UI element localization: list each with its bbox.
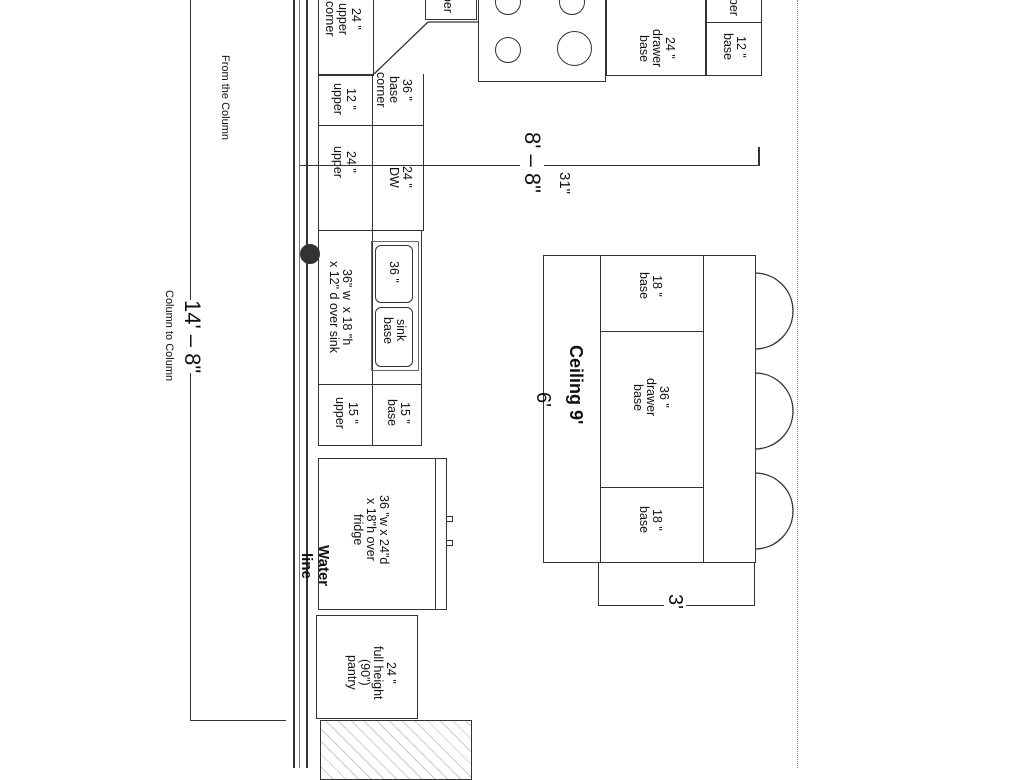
cabinet-base-15: 15 " base <box>372 384 422 446</box>
total-length-label: 14' – 8" <box>180 300 205 374</box>
stool-icon <box>755 472 794 550</box>
dimension-tick <box>190 720 286 721</box>
hatched-area <box>320 720 472 780</box>
column-to-column-label: Column to Column <box>163 290 175 382</box>
burner-icon <box>557 31 592 66</box>
fridge-door <box>435 458 447 610</box>
cabinet-upper-15: 15 " upper <box>318 384 373 446</box>
island-drawer-base-36: 36 " drawer base <box>600 331 704 488</box>
sink-base: 36 " sink base <box>371 230 422 385</box>
cabinet-upper-12-top: upper <box>706 0 762 23</box>
sink-outline <box>371 241 419 371</box>
fridge-handle <box>446 540 453 546</box>
cabinet-upper-24: 24 " upper <box>318 125 373 231</box>
fridge-handle <box>446 516 453 522</box>
wall-line-inner <box>306 0 308 768</box>
dimension-tick <box>758 147 760 166</box>
island-length-label: 6' <box>532 392 554 407</box>
cabinet-upper-12: 12 " upper <box>318 74 373 126</box>
cooktop <box>478 0 606 82</box>
burner-icon <box>495 37 521 63</box>
offset-label: 31" <box>556 172 573 195</box>
fridge: 36 "w x 24"d x 18"h over fridge <box>318 458 436 610</box>
ceiling-label: Ceiling 9' <box>566 345 586 425</box>
run-length-label: 8' – 8" <box>520 132 545 193</box>
sink-size-label: 36 " <box>387 261 401 283</box>
cabinet-drawer-base-24: 24 " drawer base <box>606 0 706 76</box>
cabinet-base-12: 12 " base <box>706 0 762 76</box>
cabinet-upper-top: upper <box>425 0 477 20</box>
island-base-18-b: 18 " base <box>600 487 704 563</box>
cabinet-upper-corner: 24 " upper corner <box>318 0 374 76</box>
island-depth-label: 3' <box>664 594 686 609</box>
island-base-18-a: 18 " base <box>600 255 704 332</box>
burner-icon <box>495 0 521 15</box>
dotted-boundary <box>797 0 798 768</box>
stool-icon <box>755 372 794 450</box>
wall-line-mid <box>299 0 300 768</box>
corner-diagonal <box>373 21 478 75</box>
sink-base-label: sink base <box>381 317 408 345</box>
water-line-label: Water line <box>298 545 332 587</box>
cabinet-base-corner: 36 " base corner <box>372 72 424 126</box>
cabinet-dw-24: 24 " DW <box>372 125 424 231</box>
bar-stools <box>755 272 794 550</box>
cabinet-pantry: 24 " full height (90") pantry <box>316 615 418 719</box>
burner-icon <box>559 0 585 15</box>
sink-bowl <box>375 245 413 303</box>
cabinet-over-sink: 36" w x 18 "h x 12" d over sink <box>318 230 373 385</box>
column-marker <box>300 244 320 264</box>
from-column-label: From the Column <box>219 55 231 140</box>
wall-line-outer <box>293 0 295 768</box>
stool-icon <box>755 272 794 350</box>
sink-bowl <box>375 307 413 367</box>
dimension-tick <box>598 563 599 606</box>
dimension-tick <box>754 563 755 606</box>
